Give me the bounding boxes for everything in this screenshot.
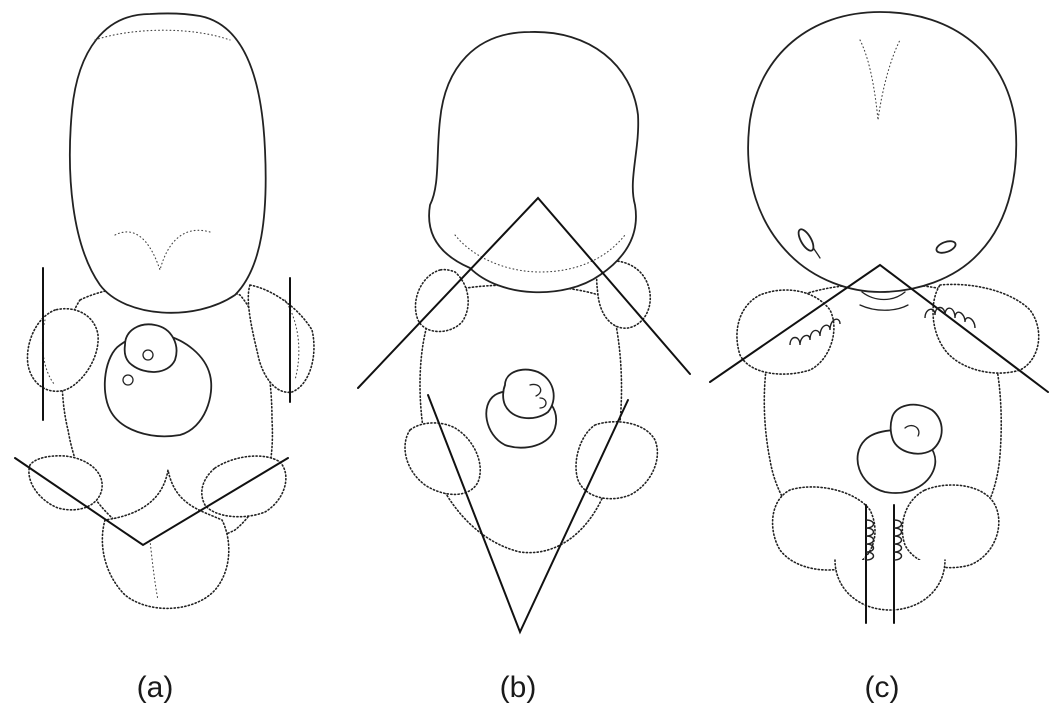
panel-a-body (27, 13, 313, 608)
panel-a: (a) (15, 13, 314, 704)
panel-c-body (737, 12, 1039, 610)
panel-a-label: (a) (137, 671, 174, 704)
panel-b-label: (b) (500, 671, 537, 704)
panel-c: (c) (710, 12, 1048, 704)
panel-c-label: (c) (865, 671, 900, 704)
panel-b: (b) (358, 32, 690, 704)
